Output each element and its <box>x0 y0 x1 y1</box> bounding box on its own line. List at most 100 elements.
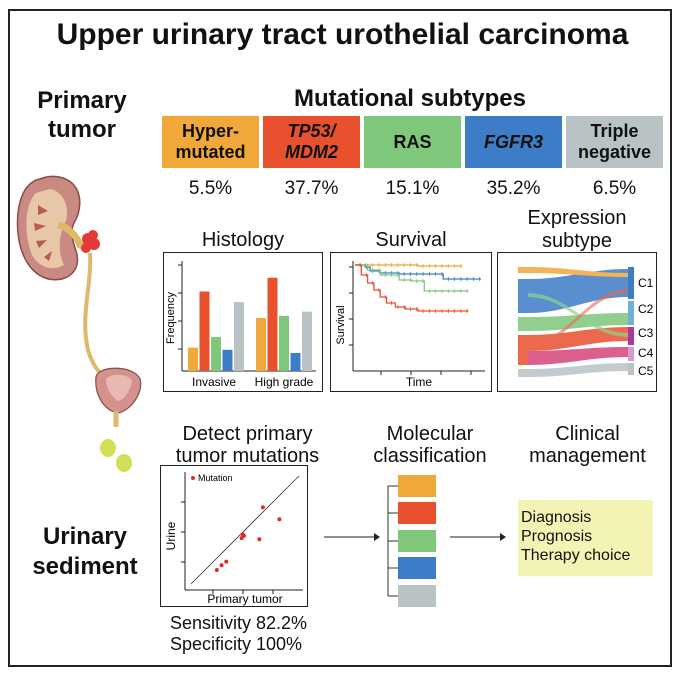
survival-title: Survival <box>375 229 447 251</box>
figure-frame <box>8 9 672 667</box>
bladder-icon <box>95 367 142 427</box>
molecular-classification-title: Molecular classification <box>360 423 500 467</box>
clinical-item-therapy: Therapy choice <box>521 547 631 564</box>
subtype-hypermutated: Hyper-mutated <box>162 116 259 168</box>
clinical-item-diagnosis: Diagnosis <box>521 509 592 526</box>
survival-xlabel: Time <box>406 375 433 389</box>
primary-tumor-line1: Primary <box>37 87 127 114</box>
survival-curve <box>355 264 469 292</box>
identity-line <box>190 475 300 585</box>
cluster-c2-label: C2 <box>638 302 654 316</box>
scatter-point <box>224 559 229 564</box>
arrow-to-classification <box>324 533 380 541</box>
performance-stats: Sensitivity 82.2% Specificity 100% <box>170 613 307 655</box>
histology-bar <box>199 291 210 371</box>
histology-bar <box>211 337 221 371</box>
scatter-ylabel: Urine <box>164 521 178 550</box>
scatter-panel: Mutation Urine Primary tumor <box>160 465 308 607</box>
histology-chart: Frequency Invasive High grade <box>165 261 316 389</box>
detect-line2: tumor mutations <box>175 445 320 467</box>
expression-title-line2: subtype <box>541 230 613 252</box>
scatter-legend-label: Mutation <box>198 473 233 483</box>
primary-tumor-line2: tumor <box>48 116 116 143</box>
survival-curve <box>355 264 469 312</box>
subtype-hypermutated-line2: mutated <box>175 142 246 162</box>
subtype-ras-label: RAS <box>393 131 432 152</box>
classification-tree <box>387 475 436 607</box>
survival-chart: Survival Time <box>335 261 485 389</box>
histology-bar <box>302 311 312 371</box>
molecular-line2: classification <box>373 445 487 467</box>
detect-line1: Detect primary <box>182 423 313 445</box>
histology-bar <box>290 352 301 371</box>
histology-bar <box>188 347 198 371</box>
detect-mutations-title: Detect primary tumor mutations <box>160 423 335 467</box>
class-box-triple-negative <box>398 585 436 607</box>
subtype-tp53-mdm2: TP53/MDM2 <box>263 116 360 168</box>
main-title: Upper urinary tract urothelial carcinoma <box>56 18 629 51</box>
histology-bar <box>267 277 278 371</box>
clinical-management-box: Diagnosis Prognosis Therapy choice <box>518 500 653 576</box>
clinical-item-prognosis: Prognosis <box>521 528 593 545</box>
subtype-hypermutated-line1: Hyper- <box>181 121 239 141</box>
alluvial-cluster-bars <box>628 267 634 375</box>
urinary-sediment-label: Urinary sediment <box>20 522 150 582</box>
expression-panel: C1 C2 C3 C4 C5 <box>497 252 657 392</box>
scatter-ticks <box>181 501 274 594</box>
urinary-sediment-line2: sediment <box>32 553 138 580</box>
expression-title-line1: Expression <box>527 207 627 229</box>
subtype-triple-line1: Triple <box>590 121 639 141</box>
tumor-icon <box>81 230 100 253</box>
histology-title: Histology <box>201 229 285 251</box>
kidney-icon <box>16 175 87 281</box>
scatter-point <box>257 537 262 542</box>
scatter-point <box>219 563 224 568</box>
cluster-c3-label: C3 <box>638 326 654 340</box>
ureter-icon <box>83 252 112 382</box>
pct-tp53: 37.7% <box>284 178 339 199</box>
histology-bar <box>222 349 233 371</box>
clinical-management-title: Clinical management <box>515 423 660 467</box>
scatter-point <box>214 567 219 572</box>
subtype-fgfr3-label: FGFR3 <box>483 131 543 152</box>
subtype-fgfr3: FGFR3 <box>465 116 562 168</box>
histology-panel: Frequency Invasive High grade <box>163 252 323 392</box>
pct-triple-negative: 6.5% <box>592 178 637 199</box>
pct-hypermutated: 5.5% <box>188 178 233 199</box>
subtype-tp53-line1: TP53/ <box>287 121 336 141</box>
sensitivity-text: Sensitivity 82.2% <box>170 613 308 633</box>
survival-ylabel: Survival <box>335 305 347 344</box>
histology-bar <box>256 318 266 371</box>
sediment-drops-icon <box>100 439 132 472</box>
urinary-tract-illustration <box>16 175 142 472</box>
class-box-ras <box>398 530 436 552</box>
urine-vs-tumor-scatter: Mutation Urine Primary tumor <box>164 472 303 606</box>
molecular-line1: Molecular <box>386 423 474 445</box>
class-box-hypermutated <box>398 475 436 497</box>
survival-panel: Survival Time <box>330 252 492 392</box>
scatter-point <box>260 505 265 510</box>
expression-title: Expression subtype <box>497 207 657 253</box>
subtype-ras: RAS <box>364 116 461 168</box>
subtype-tp53-line2: MDM2 <box>285 142 338 162</box>
histology-xlabel-invasive: Invasive <box>192 375 236 389</box>
subtype-triple-line2: negative <box>577 142 652 162</box>
pct-ras: 15.1% <box>385 178 440 199</box>
survival-ticks <box>349 266 472 375</box>
arrow-to-clinical <box>450 533 506 541</box>
histology-xlabel-highgrade: High grade <box>255 375 314 389</box>
pct-fgfr3: 35.2% <box>486 178 541 199</box>
survival-curve <box>355 264 463 267</box>
mutational-subtypes-heading: Mutational subtypes <box>293 85 527 112</box>
class-box-fgfr3 <box>398 557 436 579</box>
histology-bar <box>234 302 244 371</box>
histology-bar <box>279 315 289 371</box>
scatter-point <box>242 533 246 538</box>
cluster-c4-label: C4 <box>638 346 654 360</box>
scatter-legend-dot <box>191 476 195 480</box>
clinical-line2: management <box>529 445 646 467</box>
histology-ticks <box>178 264 182 350</box>
clinical-line1: Clinical <box>555 423 620 445</box>
scatter-xlabel: Primary tumor <box>207 592 282 606</box>
